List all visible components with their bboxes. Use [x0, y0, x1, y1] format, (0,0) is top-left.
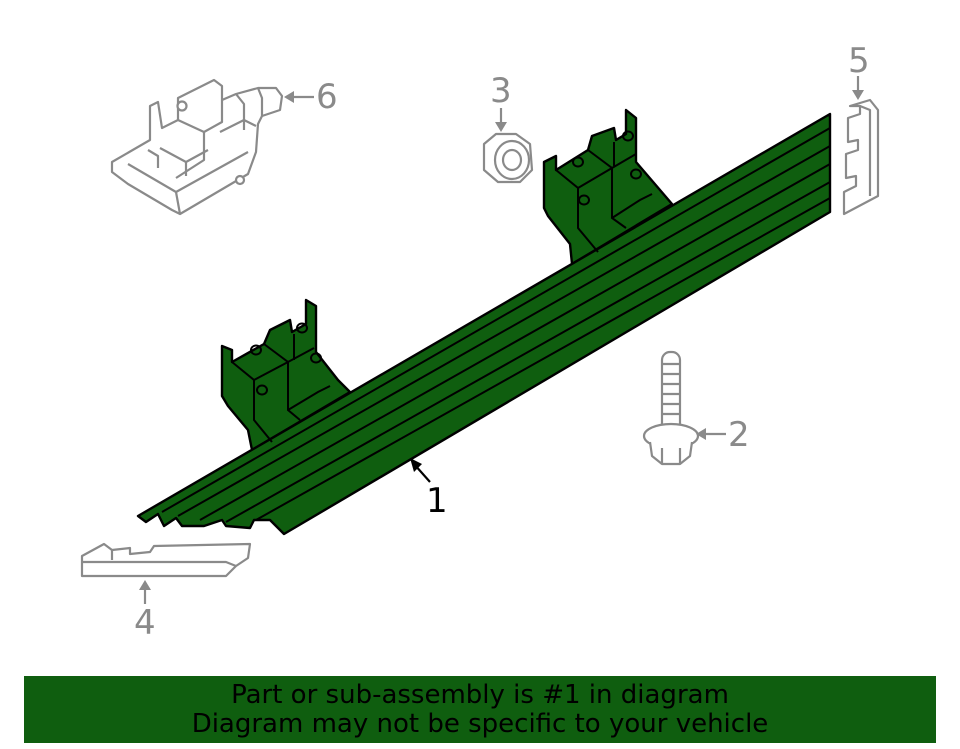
part-2-bolt[interactable] [642, 350, 700, 466]
callout-6: 6 [316, 77, 338, 117]
info-banner: Part or sub-assembly is #1 in diagram Di… [24, 676, 936, 743]
arrow-head-6 [284, 91, 294, 103]
callout-3: 3 [490, 71, 512, 111]
arrow-head-1 [410, 458, 422, 472]
callout-1: 1 [426, 481, 448, 521]
parts-diagram: 6 3 5 2 4 [80, 41, 880, 643]
part-6-bracket[interactable] [110, 78, 284, 216]
part-5-end-cap[interactable] [842, 98, 880, 216]
part-3-nut[interactable] [482, 132, 534, 184]
arrow-head-3 [495, 122, 507, 132]
arrow-head-2 [696, 428, 706, 440]
callout-5: 5 [848, 41, 870, 81]
callout-4: 4 [134, 603, 156, 643]
banner-line-2: Diagram may not be specific to your vehi… [191, 708, 769, 739]
bracket-holes [250, 130, 642, 396]
banner-line-1: Part or sub-assembly is #1 in diagram [231, 679, 729, 710]
callout-2: 2 [728, 415, 750, 455]
arrow-head-4 [139, 580, 151, 590]
running-board-ridges [161, 127, 831, 523]
part-4-end-cap[interactable] [80, 542, 252, 578]
arrow-head-5 [852, 90, 864, 100]
